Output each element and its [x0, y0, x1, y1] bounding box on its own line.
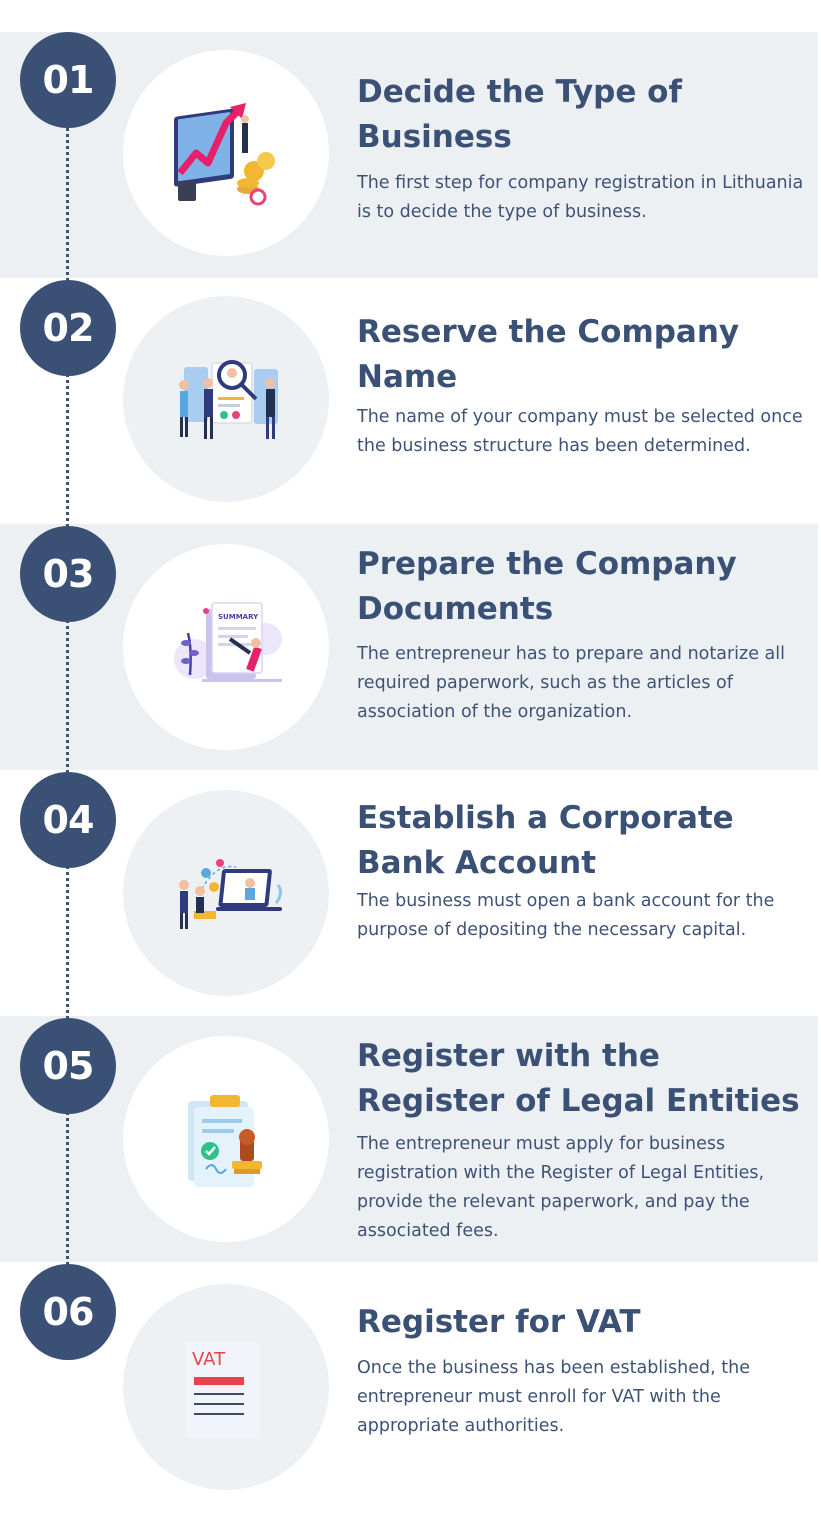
step-3: 03 SUMMARY Prepare the Company Documents… — [0, 524, 821, 770]
step-description: The entrepreneur must apply for business… — [357, 1134, 765, 1241]
step-6-icon-disc: VAT — [123, 1284, 329, 1490]
step-number-badge: 03 — [20, 526, 116, 622]
step-number-badge: 06 — [20, 1264, 116, 1360]
summary-document-icon: SUMMARY — [174, 602, 282, 682]
step-1-icon-disc — [123, 50, 329, 256]
step-5: 05 Register with the Register of Legal E… — [0, 1016, 821, 1262]
step-4: 04 Establish a Corporate Bank Account Th… — [0, 770, 821, 1016]
step-title: Decide the Type of Business — [357, 74, 682, 155]
step-1: 01 Decide the Type of Business The first… — [0, 32, 821, 278]
summary-label: SUMMARY — [218, 613, 259, 621]
step-description: The business must open a bank account fo… — [357, 891, 775, 940]
step-description: The first step for company registration … — [357, 173, 804, 222]
name-search-team-icon — [179, 360, 278, 439]
step-5-icon-disc — [123, 1036, 329, 1242]
step-number-badge: 02 — [20, 280, 116, 376]
step-title: Reserve the Company Name — [357, 314, 740, 395]
step-2: 02 Reserve the Company Name — [0, 278, 821, 524]
step-description: The name of your company must be selecte… — [357, 407, 803, 456]
step-description: Once the business has been established, … — [357, 1358, 750, 1436]
step-title: Prepare the Company Documents — [357, 546, 737, 627]
timeline-dotted-line — [66, 115, 69, 1315]
step-4-icon-disc — [123, 790, 329, 996]
step-title: Register for VAT — [357, 1304, 641, 1340]
step-number-badge: 05 — [20, 1018, 116, 1114]
step-2-icon-disc — [123, 296, 329, 502]
step-number-badge: 01 — [20, 32, 116, 128]
online-banking-icon — [179, 859, 283, 929]
business-growth-chart-icon — [174, 103, 275, 206]
vat-label: VAT — [192, 1349, 226, 1370]
step-title: Register with the Register of Legal Enti… — [357, 1038, 800, 1119]
step-title: Establish a Corporate Bank Account — [357, 800, 734, 881]
step-3-icon-disc: SUMMARY — [123, 544, 329, 750]
step-6: 06 VAT Register for VAT Once the busines… — [0, 1262, 821, 1508]
step-number-badge: 04 — [20, 772, 116, 868]
stamp-clipboard-icon — [188, 1095, 262, 1187]
step-description: The entrepreneur has to prepare and nota… — [357, 644, 785, 722]
vat-document-icon: VAT — [186, 1341, 260, 1437]
